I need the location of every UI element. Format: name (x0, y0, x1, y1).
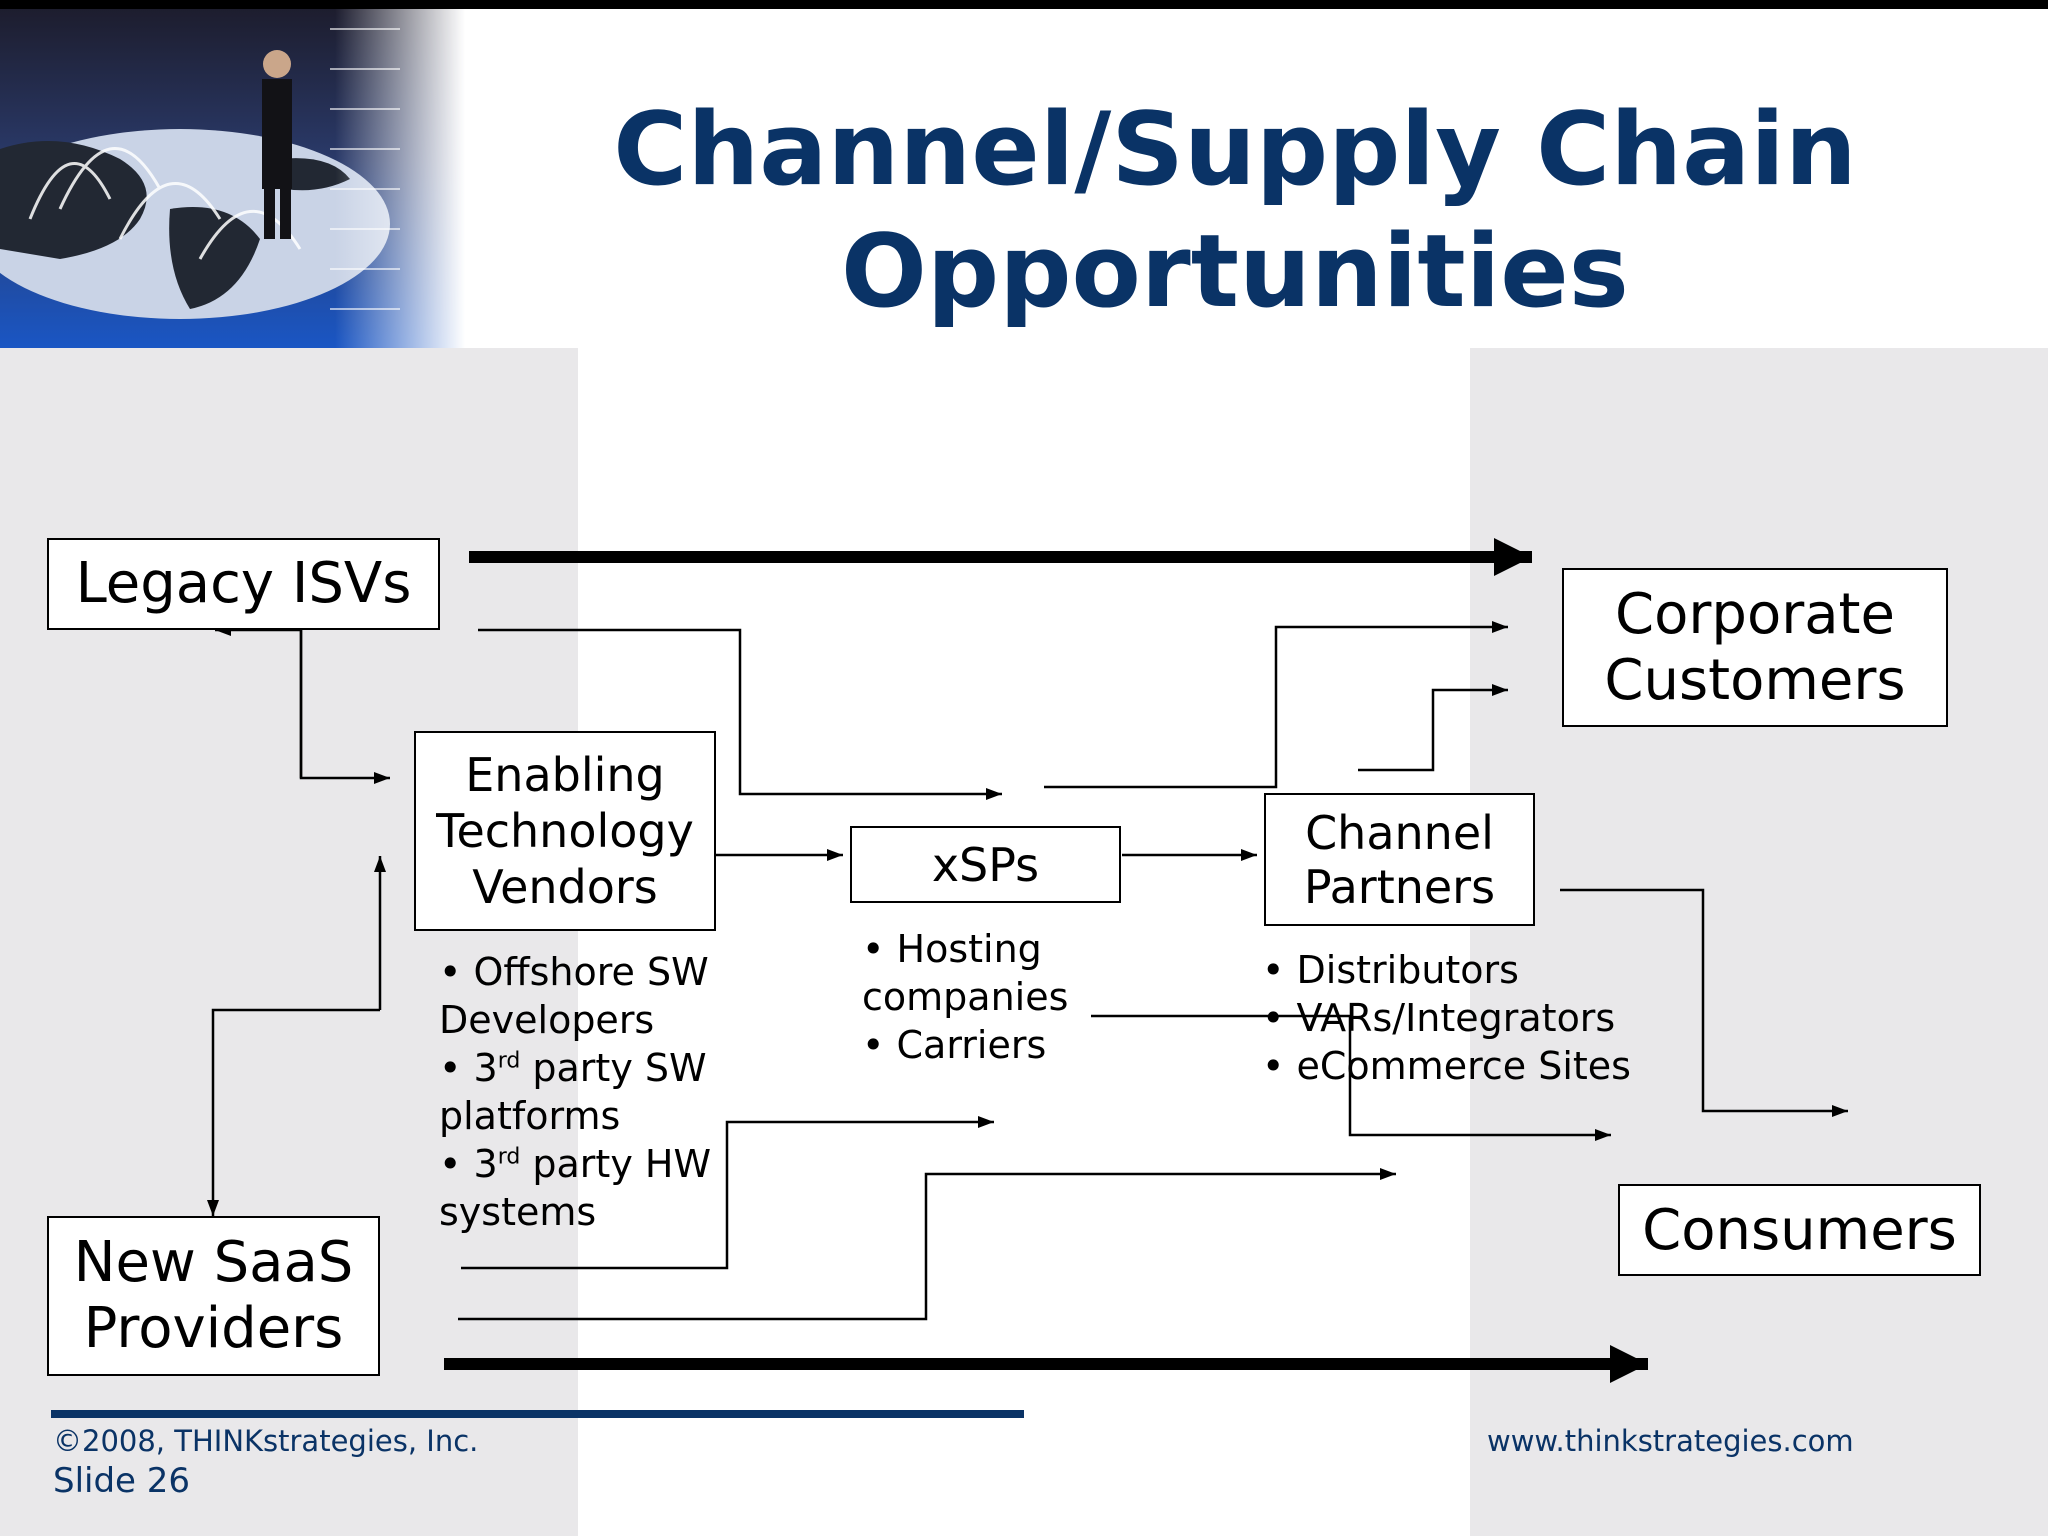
enabling-technology-vendors-box: Enabling Technology Vendors (414, 731, 716, 931)
channel-partners-list: Distributors VARs/Integrators eCommerce … (1262, 946, 1682, 1090)
channel-partners-box: Channel Partners (1264, 793, 1535, 926)
slide-number: Slide 26 (53, 1461, 191, 1501)
list-item: Offshore SW Developers (439, 948, 769, 1044)
consumers-label: Consumers (1642, 1197, 1957, 1263)
new-saas-providers-label: New SaaS Providers (73, 1230, 354, 1361)
title-line-1: Channel/Supply Chain (613, 90, 1857, 208)
arrow-channel-to-corporate (1358, 684, 1508, 772)
top-border-bar (0, 0, 2048, 9)
arrow-enabling-to-legacy (215, 624, 303, 778)
consumers-box: Consumers (1618, 1184, 1981, 1276)
list-item: 3rd party SW platforms (439, 1044, 769, 1140)
arrow-channel-to-consumers (1560, 888, 1848, 1117)
xsps-list: Hosting companies Carriers (862, 925, 1192, 1069)
legacy-isvs-label: Legacy ISVs (75, 551, 412, 616)
list-item: 3rd party HW systems (439, 1140, 769, 1236)
arrow-saas-to-channel (458, 1168, 1396, 1321)
list-item: Carriers (862, 1021, 1192, 1069)
list-item: Hosting companies (862, 925, 1192, 1021)
enabling-technology-vendors-label: Enabling Technology Vendors (436, 748, 694, 914)
arrow-legacy-to-enabling (299, 630, 390, 784)
footer-rule (51, 1410, 1024, 1418)
channel-partners-label: Channel Partners (1303, 805, 1496, 914)
title-line-2: Opportunities (841, 212, 1629, 330)
list-item: eCommerce Sites (1262, 1042, 1682, 1090)
arrow-legacy-to-xsps (478, 628, 1002, 800)
right-background-band (1470, 348, 2048, 1536)
corporate-customers-label: Corporate Customers (1604, 581, 1906, 713)
enabling-vendors-list: Offshore SW Developers 3rd party SW plat… (439, 948, 769, 1236)
arrow-enabling-to-saas (207, 1008, 380, 1216)
list-item: VARs/Integrators (1262, 994, 1682, 1042)
list-item: Distributors (1262, 946, 1682, 994)
slide-title: Channel/Supply Chain Opportunities (520, 88, 1950, 332)
xsps-label: xSPs (931, 837, 1040, 892)
xsps-box: xSPs (850, 826, 1121, 903)
copyright-text: ©2008, THINKstrategies, Inc. (53, 1424, 479, 1458)
legacy-isvs-box: Legacy ISVs (47, 538, 440, 630)
new-saas-providers-box: New SaaS Providers (47, 1216, 380, 1376)
businessman-globe-logo (0, 9, 465, 348)
arrow-xsps-to-corporate (1044, 621, 1508, 789)
corporate-customers-box: Corporate Customers (1562, 568, 1948, 727)
website-url: www.thinkstrategies.com (1487, 1424, 1854, 1458)
